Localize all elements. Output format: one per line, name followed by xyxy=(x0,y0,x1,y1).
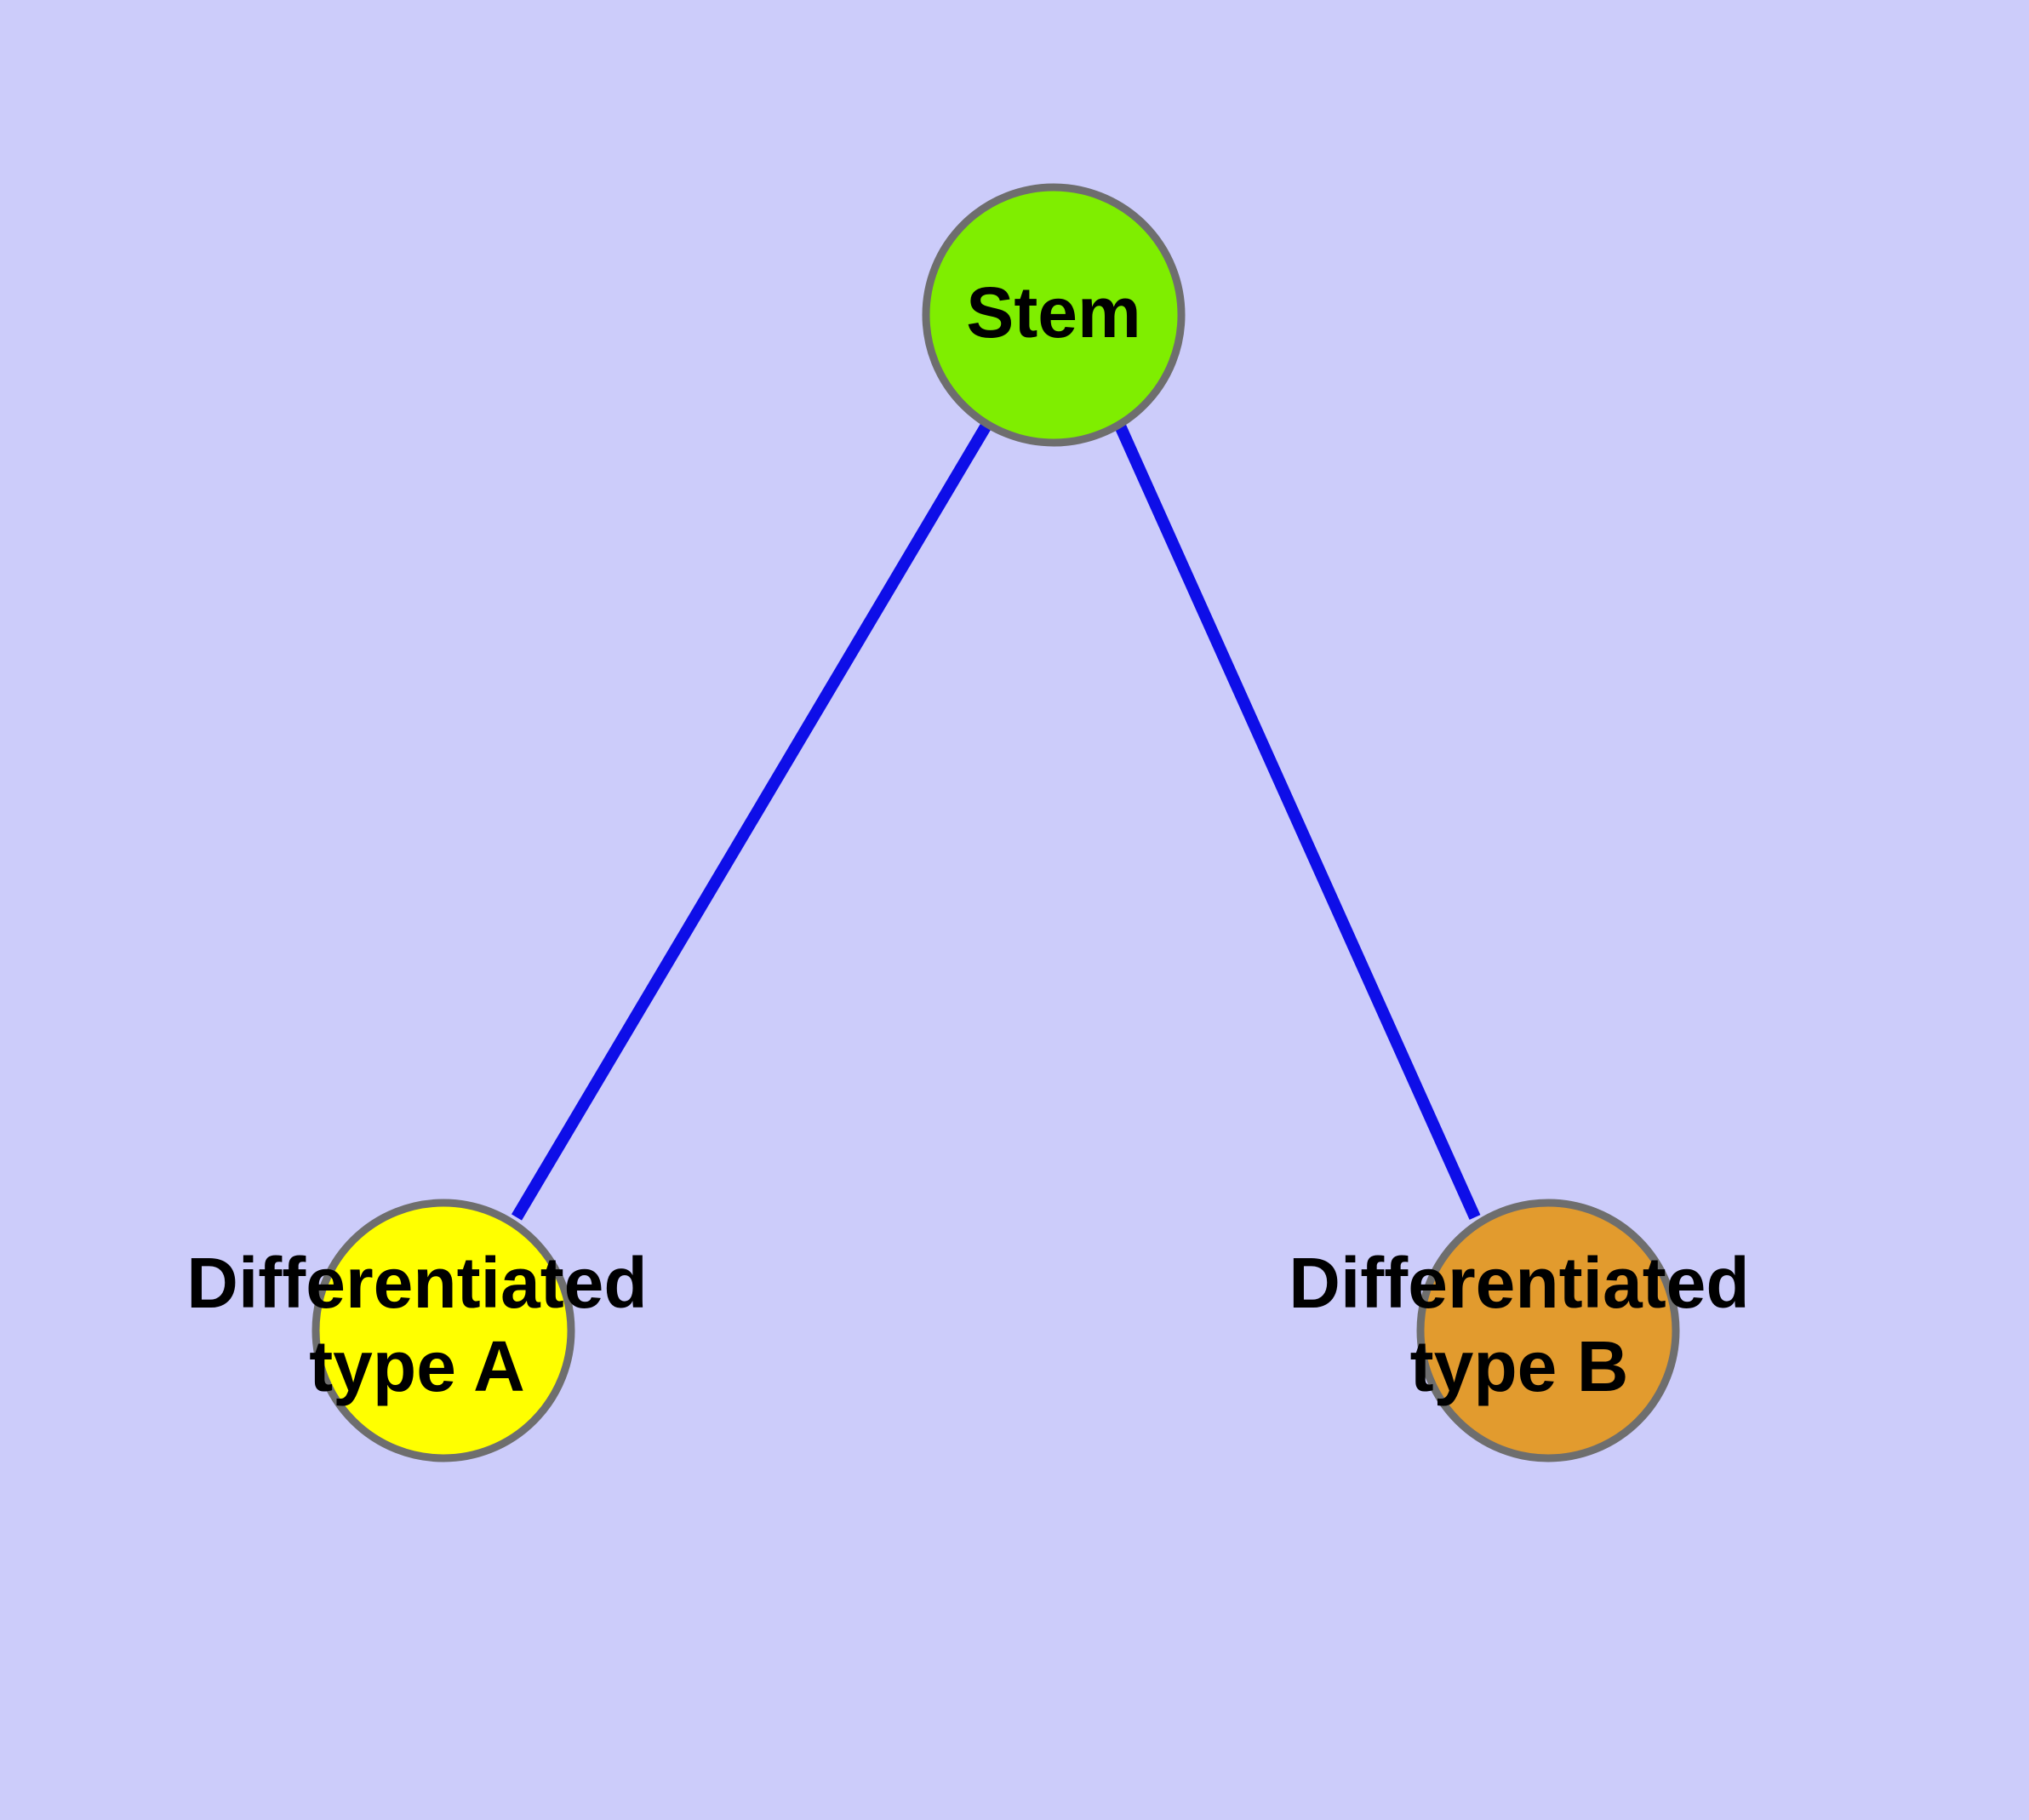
node-differentiated-type-a[interactable] xyxy=(311,1199,575,1462)
node-differentiated-type-b[interactable] xyxy=(1416,1199,1680,1462)
edge-stem-to-type-b xyxy=(1113,421,1481,1220)
node-circle-differentiated-type-a[interactable] xyxy=(311,1199,575,1462)
node-label-stem: Stem xyxy=(966,272,1140,352)
node-label-line: type B xyxy=(1410,1326,1629,1406)
edge-stem-to-type-a xyxy=(511,421,993,1221)
node-circle-differentiated-type-b[interactable] xyxy=(1416,1199,1680,1462)
node-label-line: Stem xyxy=(966,272,1140,352)
node-label-line: Differentiated xyxy=(186,1243,647,1323)
node-label-line: type A xyxy=(309,1326,525,1406)
node-stem[interactable] xyxy=(922,183,1186,447)
edges-group xyxy=(511,421,1481,1221)
node-label-line: Differentiated xyxy=(1289,1243,1749,1323)
node-circle-stem[interactable] xyxy=(922,183,1186,447)
